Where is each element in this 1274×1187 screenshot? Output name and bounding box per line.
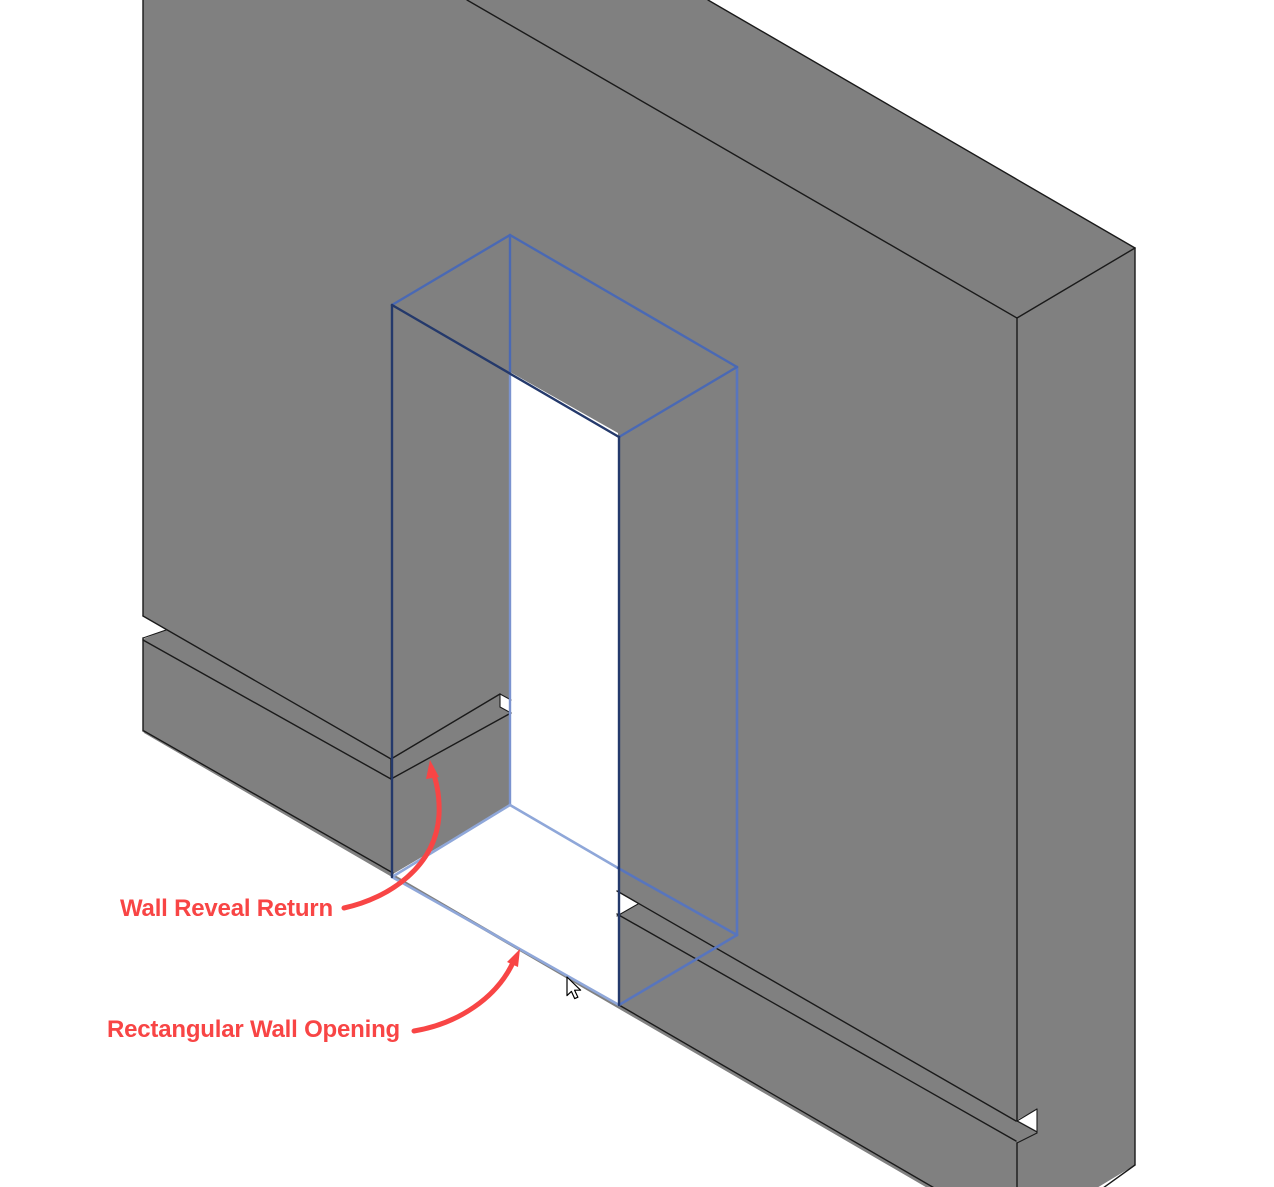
wall-model-edges xyxy=(142,0,1136,1187)
selection-bottom-front-edge[interactable] xyxy=(390,875,621,1007)
wall-end-bottom-edge xyxy=(1103,1164,1136,1187)
wall-end-face[interactable] xyxy=(1017,248,1135,1187)
selection-bottom-left-edge[interactable] xyxy=(390,803,512,879)
annotation-label-wall-reveal-return: Wall Reveal Return xyxy=(120,895,333,922)
selection-bottom-right-edge[interactable] xyxy=(617,933,739,1007)
reveal-return-right-see-through xyxy=(617,891,638,916)
wall-bottom-edge-right xyxy=(618,1004,934,1187)
arrowhead-rectangular-wall-opening xyxy=(507,949,520,967)
wall-solid[interactable] xyxy=(143,0,1135,1187)
reveal-bottom-edge-left xyxy=(142,639,392,780)
selection-top-left-edge[interactable] xyxy=(390,233,512,307)
leader-arrow-wall-reveal-return xyxy=(341,764,442,911)
opening-see-through xyxy=(393,372,618,1005)
wall-back-top-ridge xyxy=(707,0,1136,249)
wall-bottom-edge-left xyxy=(143,730,394,874)
opening-selection-wireframe[interactable] xyxy=(390,233,739,1007)
wall-front-top-ridge xyxy=(466,0,1018,319)
reveal-groove-left-exit xyxy=(143,616,166,639)
annotation-label-rectangular-wall-opening: Rectangular Wall Opening xyxy=(107,1016,400,1043)
reveal-groove-right-exit-notch xyxy=(1017,1109,1037,1131)
reveal-top-edge-left xyxy=(142,615,392,760)
selection-top-front-edge[interactable] xyxy=(390,303,621,439)
reveal-return-bottom-edge xyxy=(390,712,512,780)
reveal-top-edge-right xyxy=(616,890,1017,1122)
selection-top-back-edge[interactable] xyxy=(508,233,739,369)
reveal-return-top-edge xyxy=(390,693,501,760)
right-notch-lower-edge xyxy=(1016,1132,1038,1144)
selection-top-right-edge[interactable] xyxy=(617,365,739,439)
selection-bottom-back-edge-b[interactable] xyxy=(616,866,739,937)
wall-top-right-edge xyxy=(1016,247,1136,319)
mouse-cursor-icon xyxy=(566,976,582,1000)
leader-arrow-rectangular-wall-opening xyxy=(411,955,518,1034)
reveal-bottom-edge-right xyxy=(616,913,1017,1142)
arrowhead-wall-reveal-return xyxy=(426,760,439,779)
right-notch-upper-edge xyxy=(1016,1108,1038,1122)
right-return-notch-lower-edge xyxy=(616,903,639,917)
right-notch-inner-edge xyxy=(1016,1120,1038,1133)
selection-bottom-back-edge-a[interactable] xyxy=(508,803,620,870)
wall-top-face[interactable] xyxy=(467,0,1135,318)
left-exit-lower-edge xyxy=(142,629,167,639)
opening-cutouts xyxy=(143,372,1037,1131)
annotations-layer: Wall Reveal Return Rectangular Wall Open… xyxy=(107,760,520,1043)
